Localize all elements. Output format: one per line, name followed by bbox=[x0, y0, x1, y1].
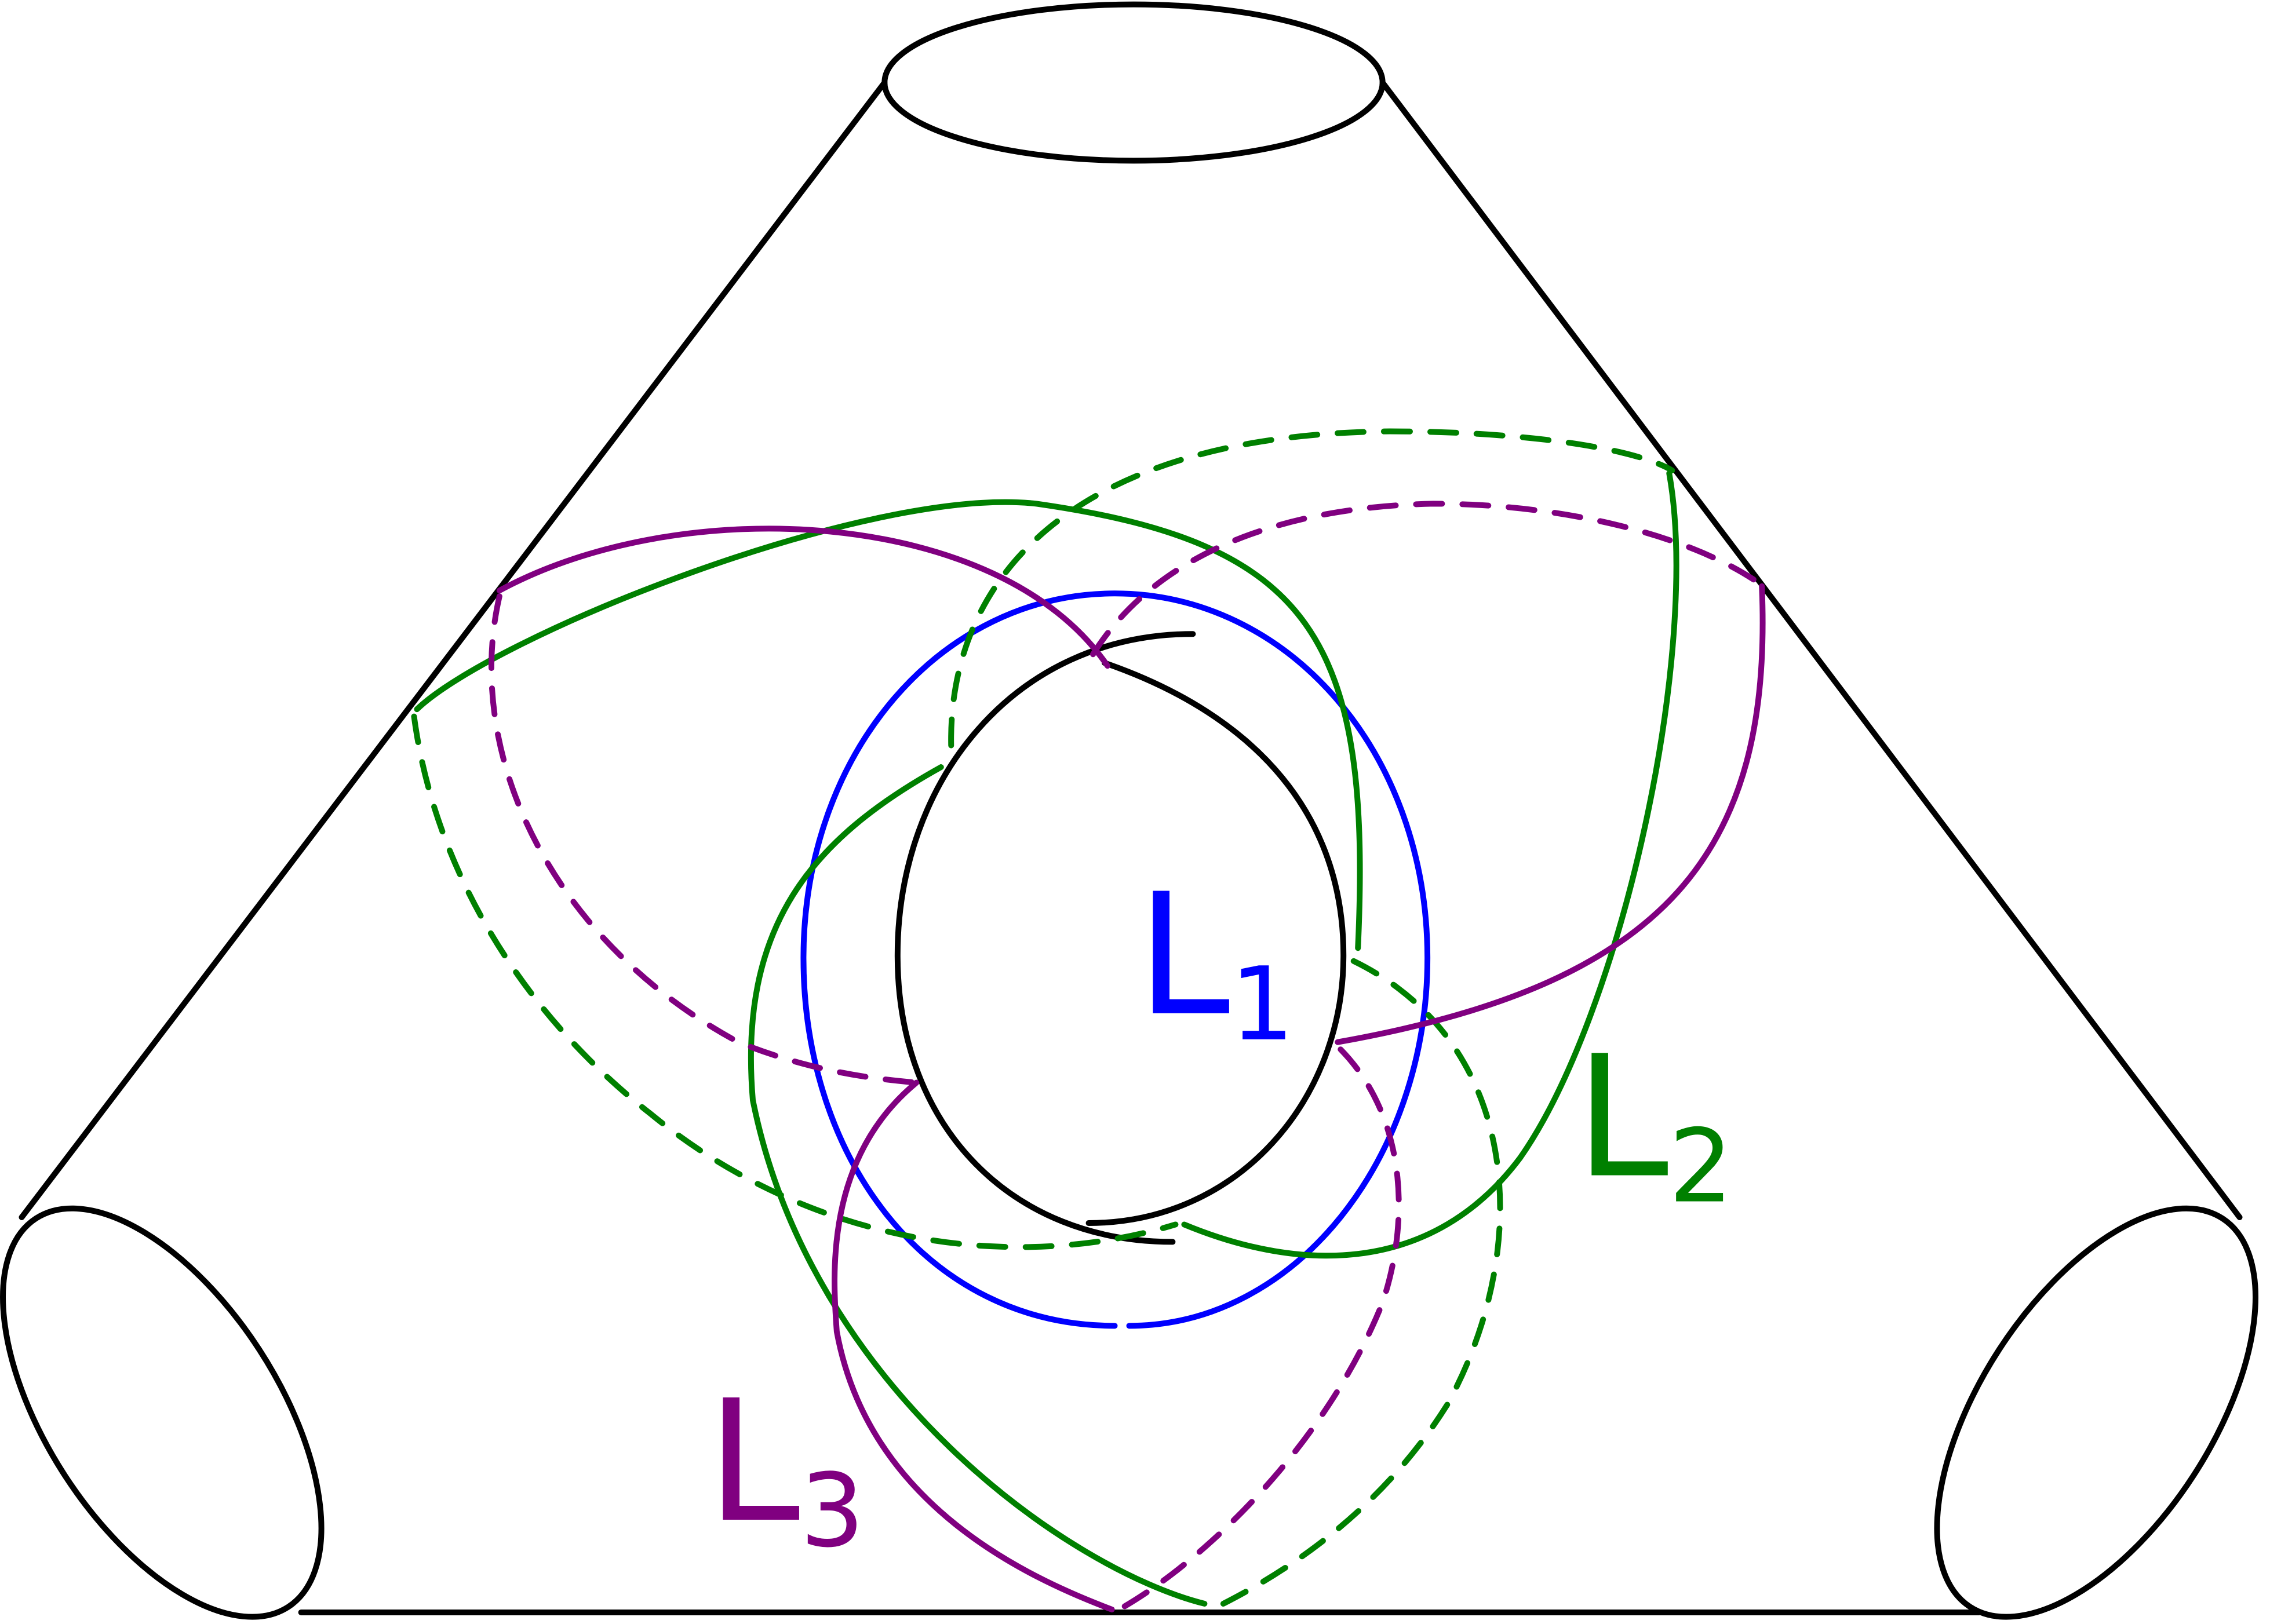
curve-l2-solid-upper bbox=[414, 499, 1363, 951]
curve-l3-dashed-lower bbox=[1116, 1046, 1402, 1612]
curve-l3-dashed-left bbox=[488, 593, 920, 1086]
handle-right-arc bbox=[1085, 660, 1347, 1226]
inner-handle-curve bbox=[894, 631, 1347, 1245]
left-boundary-circle bbox=[0, 1205, 325, 1620]
label-l2: L2 bbox=[1575, 1020, 1733, 1226]
label-l3-letter: L bbox=[706, 1364, 801, 1560]
left-side-edge bbox=[19, 79, 888, 1220]
curve-l2-solid-right bbox=[1181, 470, 1679, 1259]
curve-l2-dashed-left bbox=[411, 713, 1179, 1250]
curve-l3-solid-right bbox=[1335, 583, 1766, 1045]
curve-l3-dashed-top bbox=[1090, 501, 1766, 658]
curve-l3 bbox=[488, 501, 1766, 1612]
label-l3-subscript: 3 bbox=[800, 1453, 865, 1570]
label-l2-subscript: 2 bbox=[1668, 1108, 1733, 1225]
right-boundary-circle bbox=[1934, 1205, 2258, 1620]
top-boundary-circle bbox=[881, 1, 1386, 164]
curve-l2 bbox=[411, 428, 1679, 1607]
curve-l3-solid-upper bbox=[496, 525, 1111, 669]
handle-left-arc bbox=[894, 631, 1196, 1245]
right-side-edge bbox=[1379, 79, 2243, 1220]
curve-l3-solid-lower bbox=[832, 1079, 1115, 1612]
label-l2-letter: L bbox=[1575, 1020, 1670, 1216]
label-l3: L3 bbox=[706, 1364, 865, 1570]
label-l1-letter: L bbox=[1136, 858, 1231, 1053]
curve-l2-dashed-top bbox=[948, 428, 1675, 749]
curve-l2-dashed-right bbox=[1220, 958, 1503, 1607]
curve-l2-solid-lower bbox=[748, 764, 1208, 1607]
label-l1: L1 bbox=[1136, 858, 1295, 1064]
label-l1-subscript: 1 bbox=[1230, 946, 1294, 1064]
